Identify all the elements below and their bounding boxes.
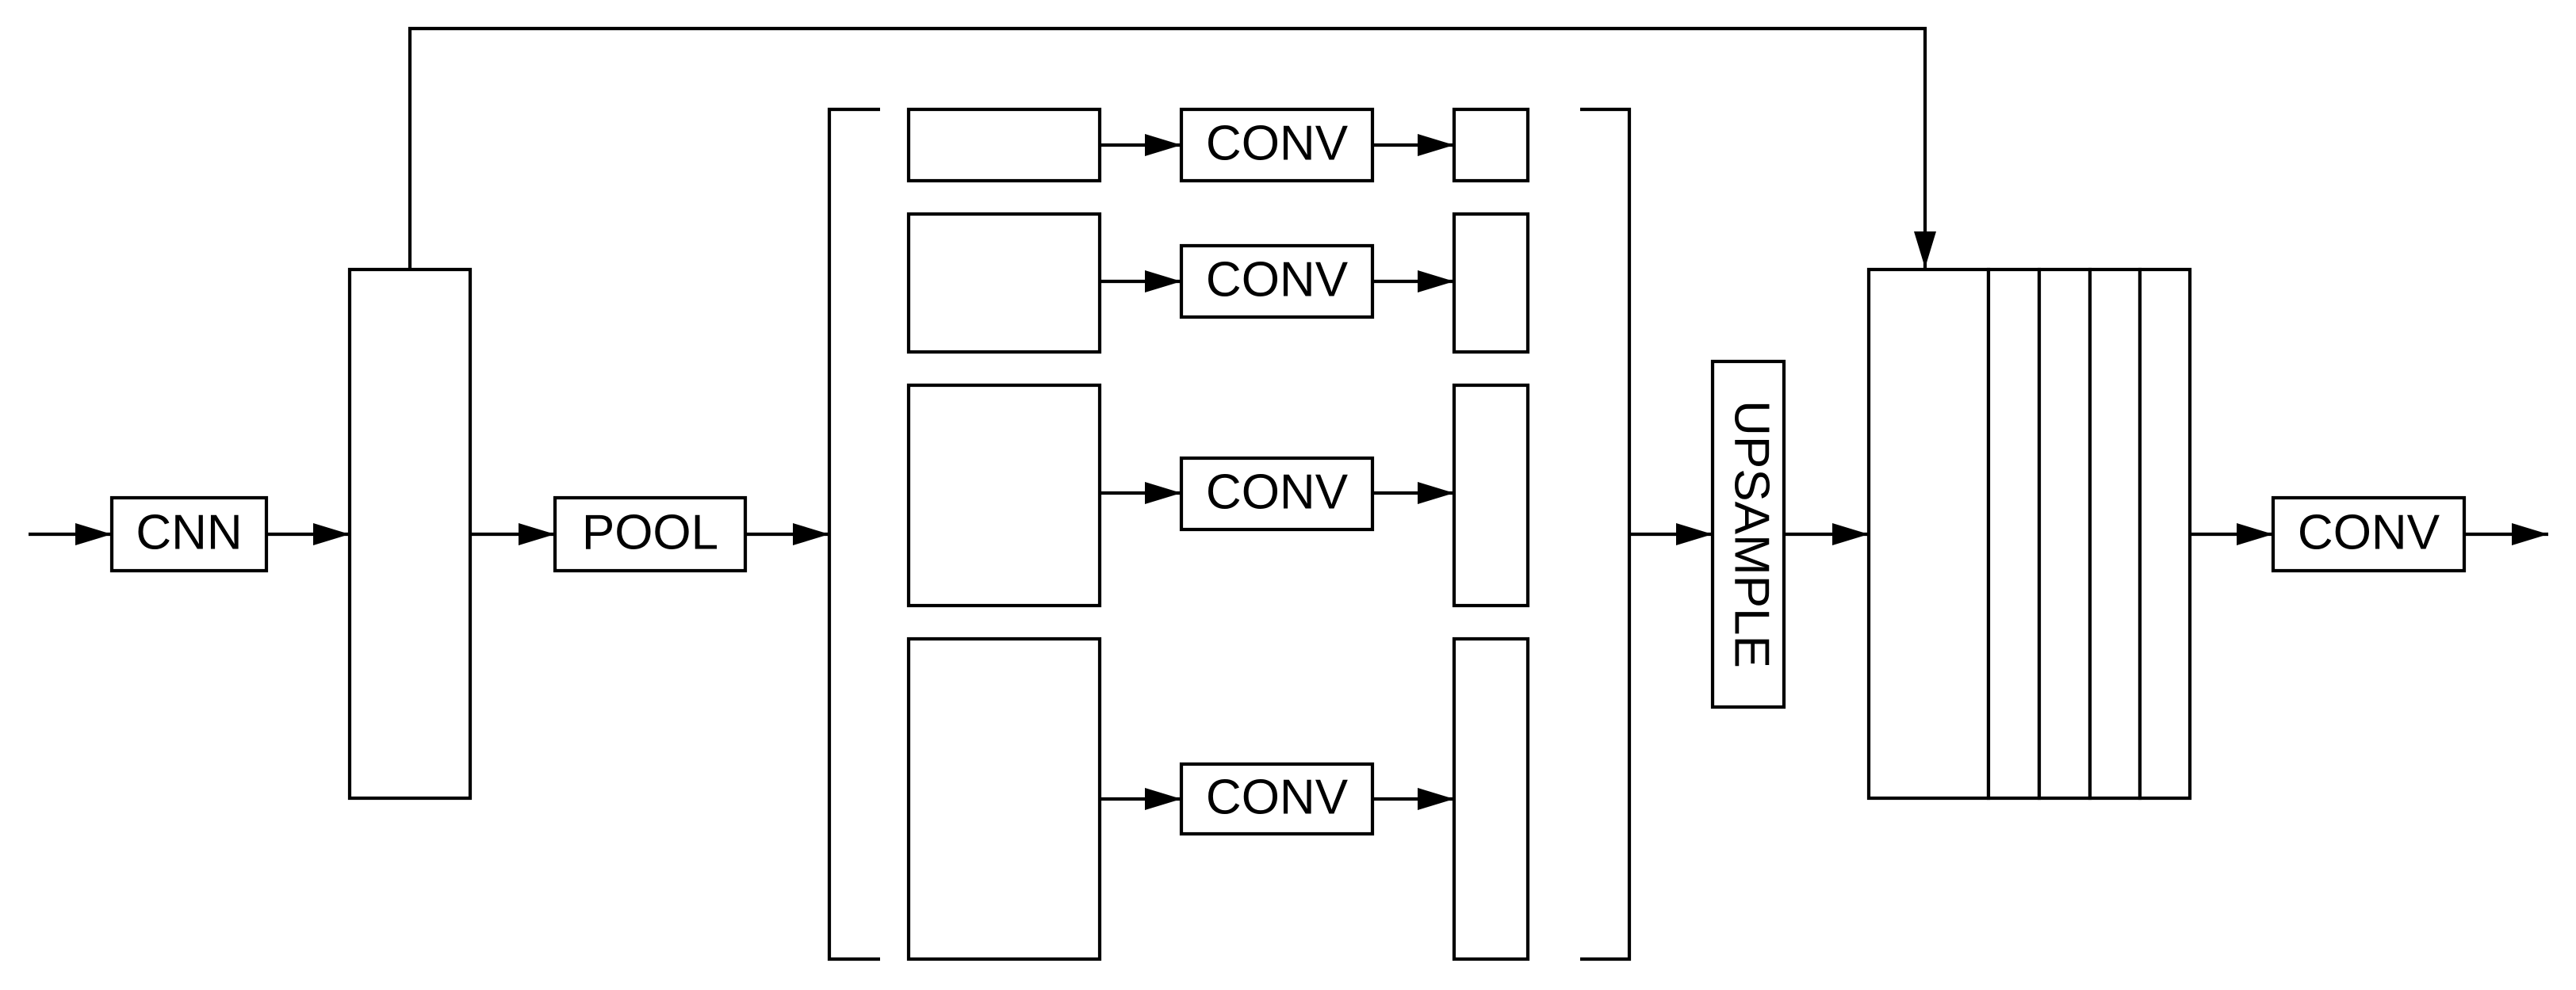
pool-box: [553, 495, 748, 573]
feature-map: [347, 267, 473, 801]
concat-feature-slice-1: [1986, 267, 2042, 801]
branch-4-output-map: [1452, 636, 1530, 961]
final-conv-box: [2271, 495, 2467, 573]
final-conv-label: CONV: [2298, 505, 2440, 560]
branch-2-conv-label: CONV: [1206, 252, 1349, 307]
concat-feature-slice-2: [2037, 267, 2092, 801]
branch-1-conv-label: CONV: [1206, 116, 1349, 170]
concat-feature-slice-4: [2138, 267, 2192, 801]
branch-1-output-map: [1452, 107, 1530, 183]
branch-2-output-map: [1452, 212, 1530, 354]
branch-2-conv-box: [1179, 243, 1375, 319]
branch-3-output-map: [1452, 383, 1530, 608]
concat-feature-slice-3: [2088, 267, 2142, 801]
skip-connection-line: [408, 26, 1936, 269]
branch-3-conv-label: CONV: [1206, 464, 1349, 519]
branch-3-conv-box: [1179, 456, 1375, 532]
right-bracket: [1580, 107, 1632, 961]
branch-4-conv-box: [1179, 762, 1375, 836]
branch-4-conv-label: CONV: [1206, 770, 1349, 824]
branch-3-pooled-map: [906, 383, 1102, 608]
upsample-label: UPSAMPLE: [1724, 400, 1779, 668]
left-bracket: [827, 107, 880, 961]
upsample-box: [1710, 359, 1786, 709]
pool-label: POOL: [582, 505, 718, 560]
branch-1-pooled-map: [906, 107, 1102, 183]
cnn-label: CNN: [136, 505, 242, 560]
branch-4-pooled-map: [906, 636, 1102, 961]
branch-1-conv-box: [1179, 107, 1375, 183]
branch-2-pooled-map: [906, 212, 1102, 354]
concat-feature-main: [1866, 267, 1991, 801]
